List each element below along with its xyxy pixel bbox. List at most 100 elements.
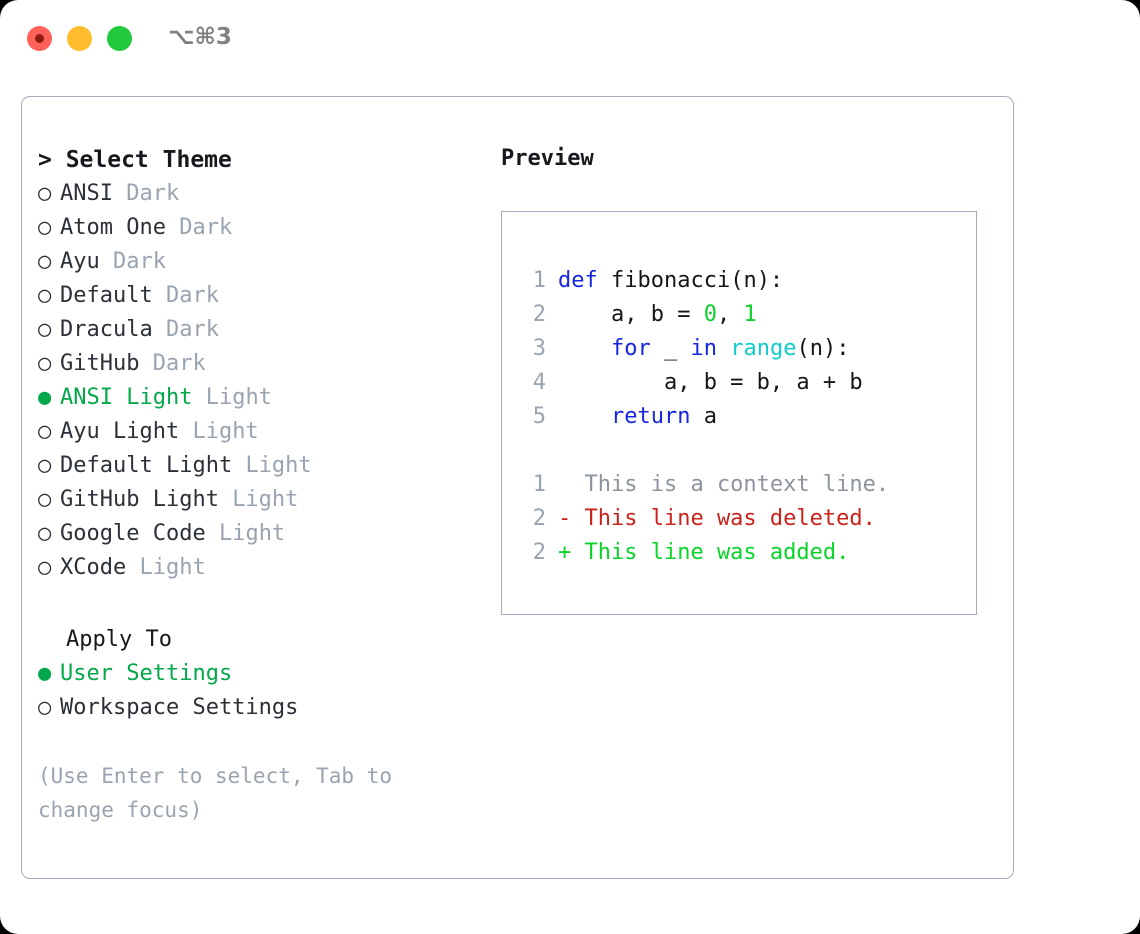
theme-option-2[interactable]: ○ Ayu Dark <box>38 245 478 279</box>
radio-selected-icon: ● <box>38 385 52 410</box>
diff-line-text: This is a context line. <box>558 472 890 497</box>
apply-to-section: Apply To ● User Settings ○ Workspace Settin… <box>38 623 478 725</box>
theme-option-variant: Dark <box>112 249 166 274</box>
diff-line-number: 2 <box>532 540 546 565</box>
apply-to-list[interactable]: ● User Settings ○ Workspace Settings <box>38 657 478 725</box>
close-button[interactable] <box>27 26 52 51</box>
theme-option-10[interactable]: ○ Google Code Light <box>38 517 478 551</box>
diff-line-text: + This line was added. <box>558 540 850 565</box>
theme-option-6[interactable]: ● ANSI Light Light <box>38 381 478 415</box>
radio-unselected-icon: ○ <box>38 181 52 206</box>
radio-unselected-icon: ○ <box>38 453 52 478</box>
keyboard-shortcut-label: ⌥⌘3 <box>168 24 232 50</box>
code-line-number: 4 <box>532 370 546 395</box>
theme-option-label: ANSI Light <box>60 385 206 410</box>
title-bar: ⌥⌘3 <box>0 0 1140 78</box>
theme-option-variant: Dark <box>165 283 219 308</box>
theme-option-label: ANSI <box>60 181 127 206</box>
apply-to-option-label: User Settings <box>60 661 233 686</box>
theme-option-8[interactable]: ○Default Light Light <box>38 449 478 483</box>
theme-option-label: Ayu Light <box>60 419 193 444</box>
theme-option-4[interactable]: ○Dracula Dark <box>38 313 478 347</box>
code-token-kw: for <box>610 336 651 361</box>
theme-option-5[interactable]: ○ GitHub Dark <box>38 347 478 381</box>
theme-option-variant: Light <box>218 521 286 546</box>
theme-option-7[interactable]: ○ Ayu Light Light <box>38 415 478 449</box>
theme-option-variant: Dark <box>179 215 233 240</box>
theme-option-0[interactable]: ○ ANSI Dark <box>38 177 478 211</box>
theme-option-9[interactable]: ○GitHub Light Light <box>38 483 478 517</box>
code-token-plain: a, b = b, a + b <box>558 370 863 395</box>
theme-option-label: Ayu <box>60 249 113 274</box>
diff-line-1: 2 - This line was deleted. <box>520 502 976 536</box>
code-token-plain: , <box>716 302 744 327</box>
apply-to-label: Apply To <box>66 627 172 652</box>
code-diff-spacer <box>520 434 976 468</box>
select-theme-heading: > Select Theme <box>38 147 232 173</box>
apply-to-option-0[interactable]: ● User Settings <box>38 657 478 691</box>
radio-unselected-icon: ○ <box>38 521 52 546</box>
preview-title: Preview <box>501 146 594 171</box>
code-token-plain <box>717 336 730 361</box>
theme-option-variant: Light <box>205 385 272 410</box>
diff-line-2: 2 + This line was added. <box>520 536 976 570</box>
radio-selected-icon: ● <box>38 661 52 686</box>
radio-unselected-icon: ○ <box>38 249 52 274</box>
code-line-3: 3 for _ in range(n): <box>520 332 976 366</box>
code-token-kw: in <box>690 336 717 361</box>
radio-unselected-icon: ○ <box>38 283 52 308</box>
theme-option-label: Default <box>60 283 166 308</box>
main-panel: > Select Theme ○ANSI Dark○Atom One Dark○… <box>21 96 1014 879</box>
theme-option-1[interactable]: ○ Atom One Dark <box>38 211 478 245</box>
code-token-num: 1 <box>743 302 757 327</box>
code-token-plain <box>558 404 611 429</box>
diff-line-text: - This line was deleted. <box>558 506 876 531</box>
radio-unselected-icon: ○ <box>38 351 52 376</box>
code-token-plain: a, b = <box>558 302 704 327</box>
code-token-plain <box>558 336 611 361</box>
theme-option-label: GitHub Light <box>60 487 233 512</box>
theme-selector-pane: > Select Theme ○ANSI Dark○Atom One Dark○… <box>38 143 478 827</box>
theme-list[interactable]: ○ ANSI Dark ○ Atom One Dark ○ Ayu Dark ○ Defaul… <box>38 177 478 585</box>
theme-option-label: XCode <box>60 555 140 580</box>
code-token-num: 0 <box>703 302 717 327</box>
theme-option-11[interactable]: ○XCode Light <box>38 551 478 585</box>
radio-unselected-icon: ○ <box>38 317 52 342</box>
code-line-4: 4 a, b = b, a + b <box>520 366 976 400</box>
diff-line-number: 2 <box>532 506 546 531</box>
theme-option-label: Atom One <box>60 215 180 240</box>
code-line-5: 5 return a <box>520 400 976 434</box>
theme-option-label: Google Code <box>60 521 219 546</box>
code-line-number: 3 <box>532 336 546 361</box>
maximize-button[interactable] <box>107 26 132 51</box>
radio-unselected-icon: ○ <box>38 555 52 580</box>
diff-line-0: 1 This is a context line. <box>520 468 976 502</box>
theme-option-3[interactable]: ○ Default Dark <box>38 279 478 313</box>
code-line-2: 2 a, b = 0, 1 <box>520 298 976 332</box>
code-token-plain: _ <box>650 336 691 361</box>
radio-unselected-icon: ○ <box>38 215 52 240</box>
code-token-kw: def <box>558 268 598 293</box>
code-token-fn: range <box>730 336 797 361</box>
diff-sample: 1 This is a context line. 2 - This line wa… <box>520 468 976 570</box>
radio-unselected-icon: ○ <box>38 487 52 512</box>
theme-option-label: GitHub <box>60 351 153 376</box>
apply-to-option-1[interactable]: ○ Workspace Settings <box>38 691 478 725</box>
code-line-number: 1 <box>532 268 546 293</box>
apply-to-option-label: Workspace Settings <box>60 695 299 720</box>
theme-option-variant: Dark <box>126 181 180 206</box>
radio-unselected-icon: ○ <box>38 695 52 720</box>
theme-option-variant: Light <box>192 419 259 444</box>
radio-unselected-icon: ○ <box>38 419 52 444</box>
theme-option-label: Default Light <box>60 453 246 478</box>
code-line-number: 2 <box>532 302 546 327</box>
theme-option-variant: Dark <box>152 351 206 376</box>
code-token-plain: a <box>690 404 717 429</box>
minimize-button[interactable] <box>67 26 92 51</box>
theme-option-variant: Dark <box>165 317 219 342</box>
